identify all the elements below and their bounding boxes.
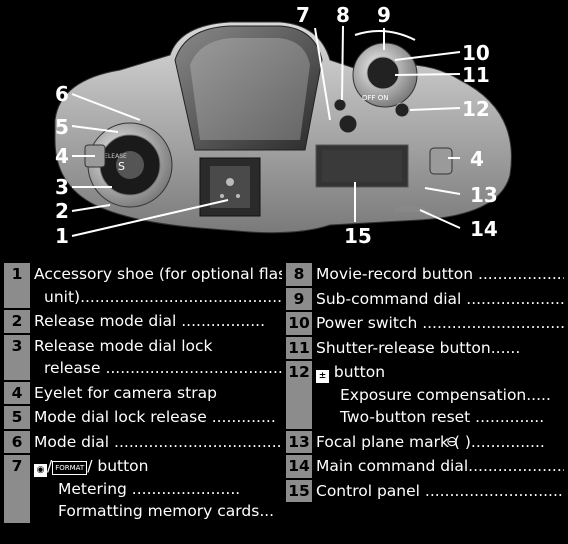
svg-text:OFF ON: OFF ON (362, 94, 389, 102)
legend-text: Mode dial ..............................… (34, 432, 282, 451)
legend-item-9: 9 Sub-command dial .................... (286, 287, 564, 310)
svg-text:RELEASE: RELEASE (100, 153, 127, 160)
callout-4-left: 4 (55, 144, 69, 168)
legend-item-15: 15 Control panel .......................… (286, 479, 564, 502)
callout-14: 14 (470, 217, 498, 241)
right-strap-eyelet (429, 147, 453, 175)
callout-5: 5 (55, 115, 69, 139)
exposure-comp-icon: ± (316, 370, 329, 383)
legend-text: release ................................… (44, 359, 282, 377)
legend-item-10: 10 Power switch ........................… (286, 312, 564, 335)
callout-13: 13 (470, 183, 498, 207)
legend-text: unit)...................................… (44, 287, 282, 306)
legend-text: Power switch ...........................… (316, 314, 564, 332)
callout-4-right: 4 (470, 147, 484, 171)
legend-item-7: 7 ◉/FORMAT/ button Metering ............… (4, 455, 282, 523)
legend-right: 8 Movie-record button ..................… (286, 263, 564, 502)
legend-item-8: 8 Movie-record button ..................… (286, 263, 564, 286)
legend-text: Exposure compensation..... (340, 385, 551, 404)
legend-item-4: 4 Eyelet for camera strap (4, 381, 282, 404)
legend-text: Accessory shoe (for optional flash (34, 265, 282, 283)
callout-11: 11 (462, 63, 490, 87)
callout-10: 10 (462, 41, 490, 65)
leader-lines (71, 25, 461, 237)
legend-item-13: 13 Focal plane mark ( )............... ⊖ (286, 430, 564, 453)
legend-text: Eyelet for camera strap (34, 383, 217, 402)
legend-item-5: 5 Mode dial lock release ............. (4, 406, 282, 429)
callout-6: 6 (55, 82, 69, 106)
callout-8: 8 (336, 3, 350, 27)
mode-dial-letter: S (118, 160, 125, 173)
legend-item-3: 3 Release mode dial lock release .......… (4, 334, 282, 380)
camera-top-illustration: S RELEASE OFF ON 7 8 9 10 11 6 (54, 3, 512, 248)
callout-2: 2 (55, 199, 69, 223)
callout-7: 7 (296, 3, 310, 27)
metering-icon: ◉ (34, 464, 47, 477)
legend-item-14: 14 Main command dial....................… (286, 455, 564, 478)
legend-text: Release mode dial lock (34, 336, 213, 355)
shutter-release-button (366, 56, 400, 90)
callout-9: 9 (377, 3, 391, 27)
legend-item-11: 11 Shutter-release button...... (286, 336, 564, 359)
legend-text: Focal plane mark ( )............... (316, 432, 545, 451)
legend-item-2: 2 Release mode dial ................. (4, 310, 282, 333)
callout-3: 3 (55, 175, 69, 199)
legend-text: Main command dial..................... (316, 457, 564, 475)
legend-text: ± button (316, 361, 564, 384)
prism-hump (174, 25, 323, 151)
movie-record-button (333, 98, 347, 112)
legend-text: Mode dial lock release ............. (34, 408, 276, 426)
legend-item-12: 12 ± button Exposure compensation..... T… (286, 361, 564, 429)
legend-text: Formatting memory cards... (58, 502, 275, 520)
exposure-comp-button (394, 102, 410, 118)
focal-plane-mark-icon: ⊖ (446, 433, 458, 450)
legend-text: Two-button reset .............. (340, 408, 545, 426)
callout-12: 12 (462, 97, 490, 121)
legend-text: Sub-command dial .................... (316, 289, 564, 308)
legend-item-1: 1 Accessory shoe (for optional flash uni… (4, 263, 282, 308)
legend-text: ◉/FORMAT/ button (34, 455, 282, 478)
callout-1: 1 (55, 224, 69, 248)
legend-text: Metering ...................... (58, 479, 241, 498)
legend-text: Shutter-release button...... (316, 338, 521, 357)
legend-text: Control panel ..........................… (316, 481, 564, 500)
legend-text: Movie-record button ................... (316, 265, 564, 283)
format-icon: FORMAT (52, 461, 88, 475)
callout-15: 15 (344, 224, 372, 248)
legend-left: 1 Accessory shoe (for optional flash uni… (4, 263, 282, 523)
legend-text: Release mode dial ................. (34, 312, 266, 330)
legend-item-6: 6 Mode dial ............................… (4, 430, 282, 453)
